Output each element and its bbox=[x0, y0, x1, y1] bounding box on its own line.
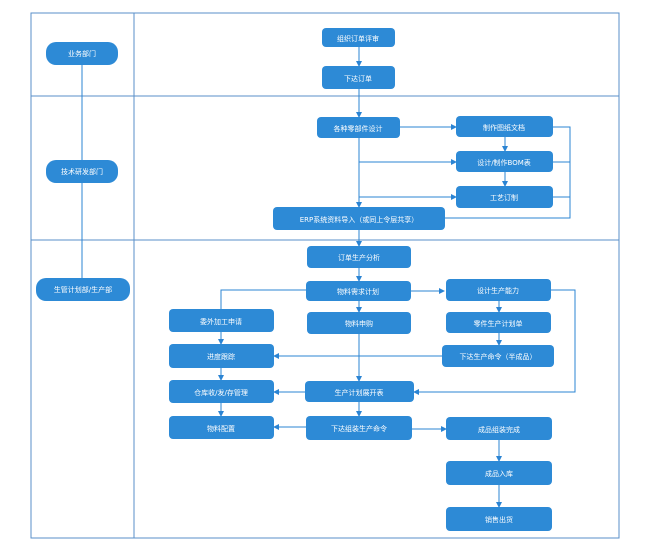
step-part-design: 各种零部件设计 bbox=[317, 117, 400, 138]
step-label: 下达组装生产命令 bbox=[331, 424, 387, 433]
step-assembly-done: 成品组装完成 bbox=[446, 417, 552, 440]
lane-label-text: 业务部门 bbox=[68, 49, 96, 58]
lane-label-text: 生管计划部/生产部 bbox=[54, 285, 112, 294]
step-bom-design: 设计/制作BOM表 bbox=[456, 151, 553, 172]
step-label: 零件生产计划单 bbox=[474, 319, 523, 328]
step-label: 进度跟踪 bbox=[207, 352, 235, 361]
lane-label-production: 生管计划部/生产部 bbox=[36, 278, 130, 301]
step-process-plan: 工艺订制 bbox=[456, 186, 553, 208]
step-parts-schedule: 零件生产计划单 bbox=[446, 312, 551, 333]
step-label: 物料申购 bbox=[345, 319, 373, 328]
step-label: 物料需求计划 bbox=[337, 287, 379, 296]
lane-label-business: 业务部门 bbox=[46, 42, 118, 65]
step-label: 制作图纸文档 bbox=[483, 123, 525, 132]
step-label: 销售出货 bbox=[485, 515, 513, 524]
step-label: 物料配置 bbox=[207, 424, 235, 433]
lane-label-shape bbox=[46, 160, 118, 183]
lane-label-shape bbox=[36, 278, 130, 301]
step-label: 工艺订制 bbox=[490, 193, 518, 202]
step-drawing-docs: 制作图纸文档 bbox=[456, 116, 553, 137]
lane-label-shape bbox=[46, 42, 118, 65]
swimlane-border bbox=[30, 12, 620, 539]
step-label: 下达订单 bbox=[344, 74, 372, 83]
step-capacity-design: 设计生产能力 bbox=[446, 279, 551, 301]
step-label: 委外加工申请 bbox=[200, 317, 242, 326]
step-issue-order: 下达订单 bbox=[322, 66, 395, 89]
step-label: ERP系统资料导入（或同上令层共享） bbox=[300, 215, 419, 224]
step-progress-tracking: 进度跟踪 bbox=[169, 344, 274, 368]
step-label: 成品入库 bbox=[485, 469, 513, 478]
connector bbox=[220, 289, 306, 309]
connector bbox=[445, 126, 571, 219]
swimlane-frame bbox=[30, 12, 620, 539]
lane-label-text: 技术研发部门 bbox=[61, 167, 103, 176]
step-warehouse: 仓库收/发/存管理 bbox=[169, 380, 274, 403]
step-label: 下达生产命令（半成品） bbox=[460, 352, 537, 361]
step-order-review: 组织订单评审 bbox=[322, 28, 395, 47]
step-material-kit: 物料配置 bbox=[169, 416, 274, 439]
step-label: 生产计划展开表 bbox=[335, 388, 384, 397]
step-label: 组织订单评审 bbox=[337, 34, 379, 43]
step-plan-schedule: 生产计划展开表 bbox=[305, 381, 414, 402]
connector bbox=[413, 289, 576, 395]
step-label: 订单生产分析 bbox=[338, 253, 380, 262]
step-shipping: 销售出货 bbox=[446, 507, 552, 531]
step-order-analysis: 订单生产分析 bbox=[307, 246, 411, 268]
step-storage: 成品入库 bbox=[446, 461, 552, 485]
step-label: 各种零部件设计 bbox=[334, 124, 383, 133]
step-assembly-order: 下达组装生产命令 bbox=[306, 416, 412, 440]
step-erp-import: ERP系统资料导入（或同上令层共享） bbox=[273, 207, 445, 230]
step-outsourcing: 委外加工申请 bbox=[169, 309, 274, 332]
step-material-plan: 物料需求计划 bbox=[306, 281, 411, 301]
step-purchase: 物料申购 bbox=[307, 312, 411, 334]
connectors bbox=[81, 47, 576, 508]
step-label: 仓库收/发/存管理 bbox=[194, 388, 248, 397]
lane-label-tech: 技术研发部门 bbox=[46, 160, 118, 183]
step-label: 成品组装完成 bbox=[478, 425, 520, 434]
step-label: 设计生产能力 bbox=[477, 286, 519, 295]
step-label: 设计/制作BOM表 bbox=[477, 158, 531, 167]
step-production-order-semi: 下达生产命令（半成品） bbox=[442, 345, 554, 367]
